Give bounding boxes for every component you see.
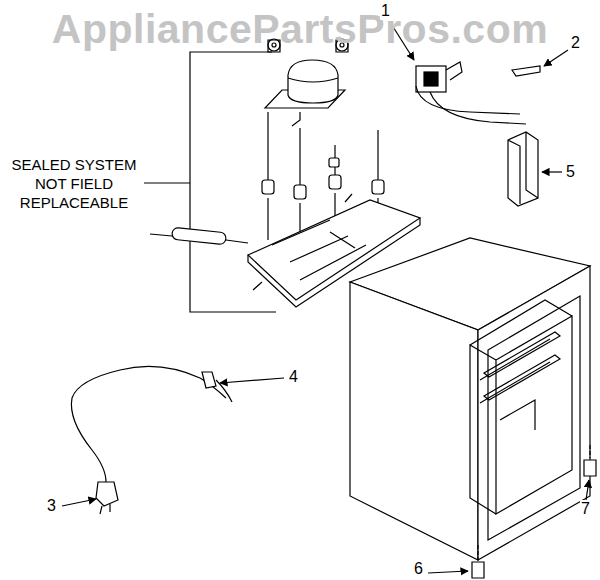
callout-number: 7 <box>580 500 591 518</box>
leader-lines <box>62 22 589 573</box>
bracket-tick <box>142 182 190 183</box>
callout-number: 5 <box>565 163 576 181</box>
cover-bracket <box>508 132 538 206</box>
group-bracket <box>190 52 276 312</box>
leveling-feet <box>472 445 596 578</box>
power-cord <box>71 366 232 514</box>
switch-clip <box>512 66 540 76</box>
filter-drier <box>150 227 248 245</box>
callout-number: 1 <box>380 2 391 20</box>
compressor <box>265 39 348 126</box>
callout-number: 3 <box>46 497 57 515</box>
callout-number: 2 <box>570 34 581 52</box>
watermark: AppliancePartsPros.com <box>52 6 548 53</box>
switch <box>416 62 526 124</box>
callout-number: 4 <box>288 368 299 386</box>
cabinet <box>350 238 590 560</box>
note-text: SEALED SYSTEM NOT FIELD REPLACEABLE <box>4 155 144 212</box>
callout-number: 6 <box>413 560 424 578</box>
